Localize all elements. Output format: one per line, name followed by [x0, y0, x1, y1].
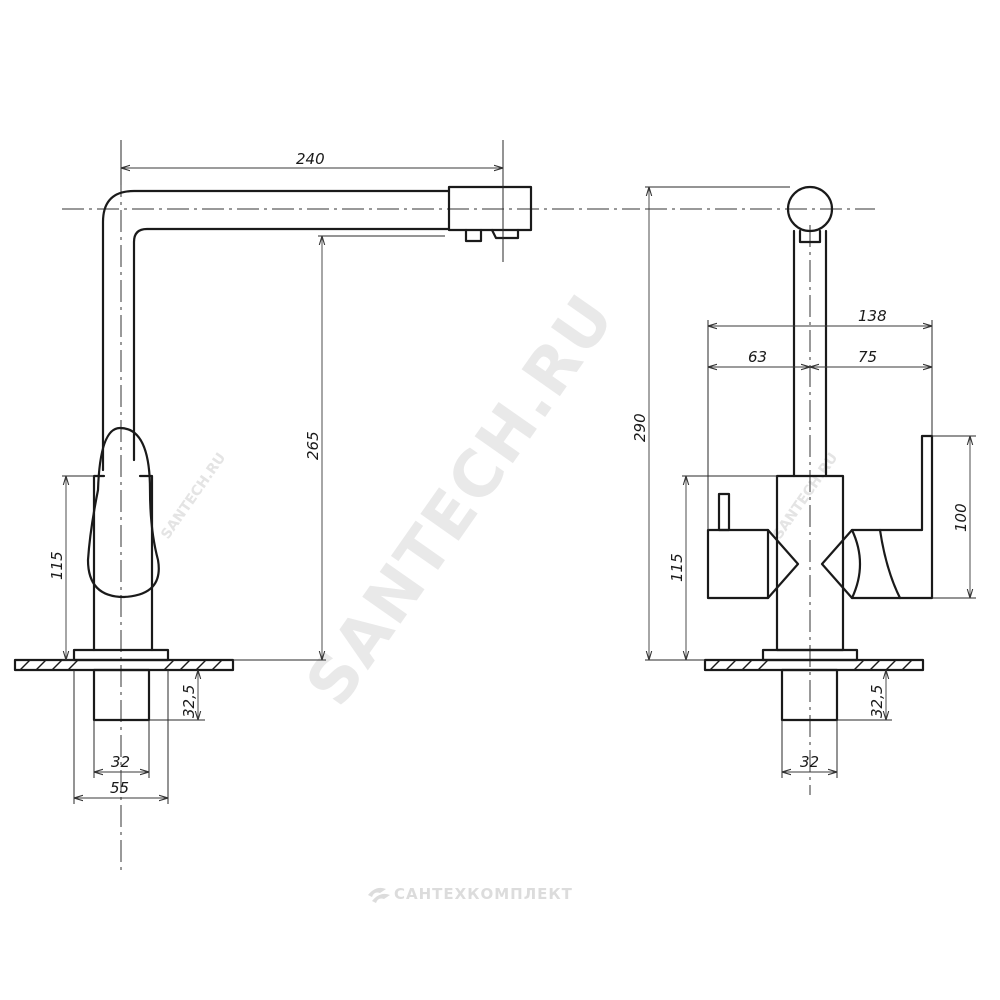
dim-55-text: 55 — [110, 779, 129, 797]
front-aerator — [798, 229, 822, 244]
front-view: 290 138 63 75 100 115 32,5 32 — [631, 185, 976, 795]
dim-290-text: 290 — [631, 413, 649, 442]
front-shank — [780, 668, 839, 722]
side-view: 240 265 115 32,5 32 55 — [13, 140, 640, 875]
side-lever-handle — [86, 426, 160, 599]
dim-138-text: 138 — [858, 307, 887, 325]
dim-265-text: 265 — [304, 431, 322, 460]
front-left-handle-knob — [717, 492, 731, 532]
aerator-head — [447, 185, 533, 232]
watermark-small-right: SANTECH.RU — [770, 450, 841, 542]
watermark-small-left: SANTECH.RU — [158, 450, 229, 542]
dim-63-text: 63 — [748, 348, 767, 366]
front-countertop-hatch — [709, 659, 913, 671]
front-spout-head — [786, 185, 834, 233]
dim-32f-text: 32 — [800, 753, 819, 771]
footer-brand-text: САНТЕХКОМПЛЕКТ — [394, 885, 573, 903]
footer-brand: САНТЕХКОМПЛЕКТ — [368, 885, 573, 903]
dim-32-text: 32 — [111, 753, 130, 771]
dim-115f-text: 115 — [668, 553, 686, 582]
watermark: SANTECH.RU SANTECH.RU SANTECH.RU — [158, 281, 841, 719]
watermark-main: SANTECH.RU — [292, 281, 629, 719]
side-countertop-hatch — [19, 659, 223, 671]
side-body — [92, 474, 154, 652]
spout-inner-contour — [132, 227, 451, 462]
dim-32-5-text: 32,5 — [180, 685, 198, 718]
front-right-handle-joint — [850, 528, 902, 600]
dim-115-text: 115 — [48, 551, 66, 580]
brand-logo-icon — [368, 887, 390, 903]
dim-100-text: 100 — [952, 503, 970, 532]
dim-75-text: 75 — [858, 348, 877, 366]
dim-32-5f-text: 32,5 — [868, 685, 886, 718]
aerator-outlet — [464, 228, 520, 243]
dim-240-text: 240 — [296, 150, 325, 168]
front-right-handle — [820, 434, 934, 600]
front-spout-tube — [792, 229, 828, 478]
spout-outer-contour — [101, 189, 451, 472]
front-left-handle — [706, 528, 800, 600]
side-shank — [92, 668, 151, 722]
